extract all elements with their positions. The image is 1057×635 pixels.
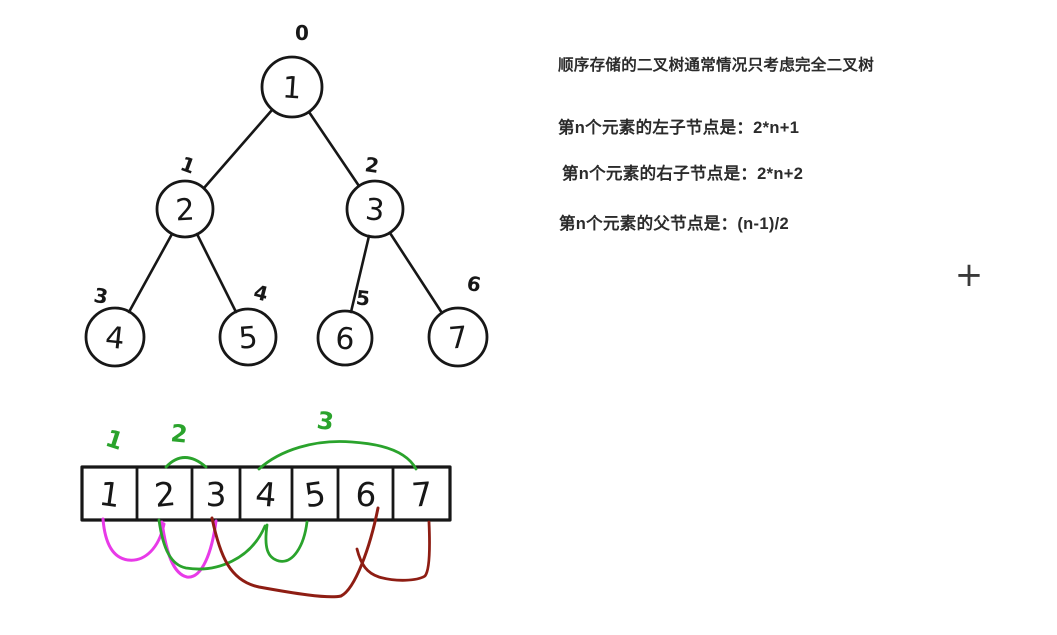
tree-node-value: 1 [281,70,302,106]
note-line-1: 顺序存储的二叉树通常情况只考虑完全二叉树 [558,57,875,74]
tree-node-index: 3 [92,283,110,309]
level-label: 3 [315,406,335,436]
tree-edge-3-6 [349,234,371,314]
tree-node-value: 6 [334,321,355,357]
tree-node-value: 3 [364,192,386,229]
link-arc-green-2-4 [157,518,267,571]
array-cell-value: 7 [410,474,434,515]
array-outline [80,465,452,522]
level-arc-2 [164,456,208,469]
tree-node-circle [218,307,278,367]
array-cell-value: 4 [254,474,278,515]
tree-node-index: 5 [355,285,371,310]
link-annotations [101,506,431,599]
tree-edge-2-5 [195,232,238,314]
tree-node-circle [260,55,324,119]
binary-tree: 1 2 3 4 5 6 7 0 1 2 3 4 5 6 [84,21,489,368]
tree-edge-3-7 [388,231,444,315]
tree-edge-2-4 [127,232,174,314]
tree-node-circle [84,306,146,368]
level-annotations: 1 2 3 [102,406,418,471]
note-line-3: 第n个元素的右子节点是：2*n+2 [562,165,804,183]
level-label: 2 [169,419,189,449]
plus-icon[interactable]: + [954,255,984,295]
tree-node-circle [316,309,374,367]
array-cell-value: 5 [302,474,328,516]
level-label: 1 [102,424,127,456]
link-arc-green-4-5 [264,520,309,563]
tree-node-circle [345,179,405,239]
array-cell-value: 3 [206,475,227,514]
tree-edge-1-3 [307,110,361,188]
link-arc-darkred-3-6 [210,506,380,599]
tree-node-value: 5 [237,320,258,356]
tree-node-value: 4 [104,320,127,357]
tree-node-value: 2 [175,193,196,229]
tree-node-index: 4 [251,280,270,307]
tree-node-index: 1 [177,151,198,178]
tree-edge-1-2 [202,108,274,190]
tree-node-index: 6 [465,271,483,297]
array-cell-value: 2 [153,474,178,515]
array-cell-value: 6 [354,474,378,514]
note-line-4: 第n个元素的父节点是：(n-1)/2 [559,215,789,233]
note-line-2: 第n个元素的左子节点是：2*n+1 [558,119,800,137]
tree-node-circle [155,179,215,239]
array-diagram: 1 2 3 4 5 6 7 [80,465,452,522]
tree-node-circle [427,306,489,368]
level-arc-3 [257,440,418,471]
array-cell-value: 1 [97,474,123,516]
link-arc-darkred-6-7 [355,520,431,582]
tree-node-index: 0 [295,21,309,45]
tree-node-index: 2 [363,152,380,178]
tree-node-value: 7 [447,320,469,357]
link-arc-magenta-1-2 [101,517,166,562]
